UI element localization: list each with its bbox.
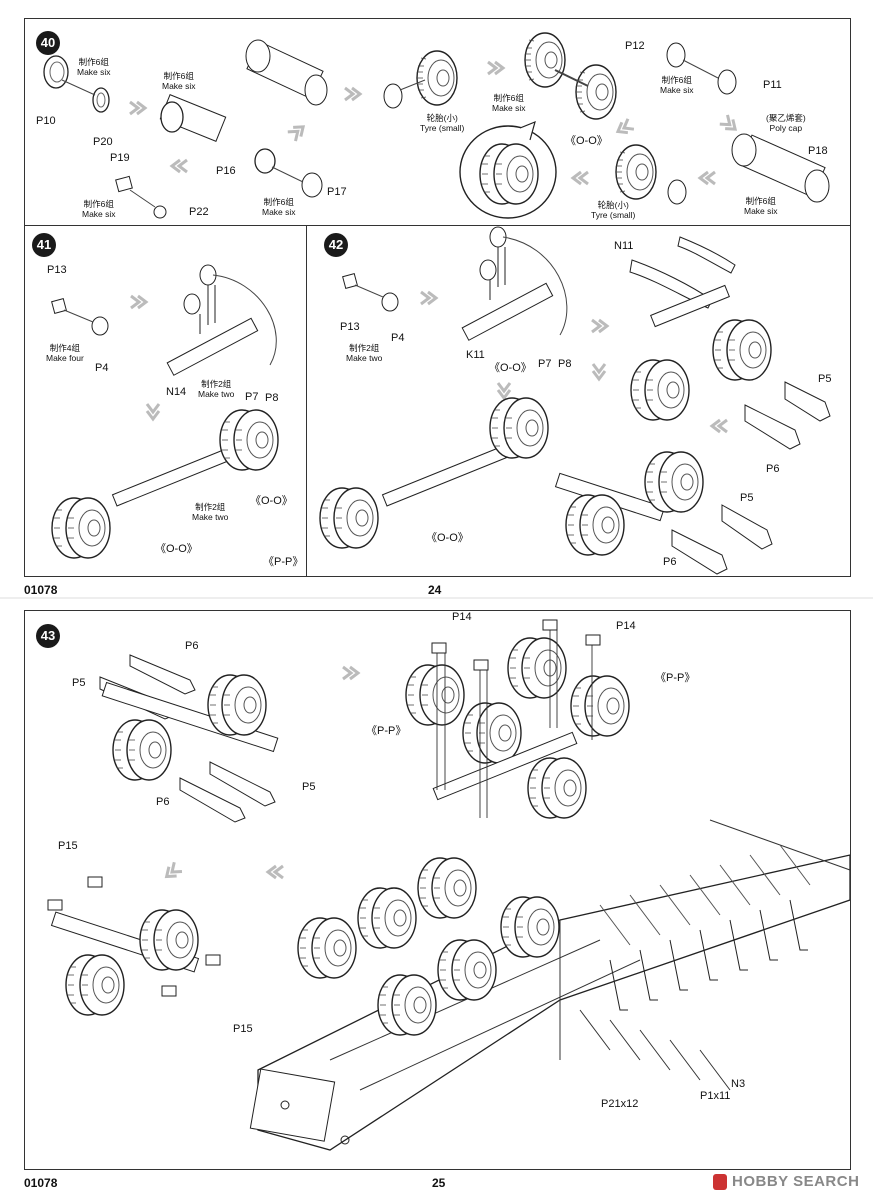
page-code-bottom: 01078 <box>24 1176 58 1190</box>
make-six-cn: 制作6组 <box>78 57 109 67</box>
part-label-p4: P4 <box>95 362 109 374</box>
part-label-p17: P17 <box>327 186 347 198</box>
hobby-search-watermark: HOBBY SEARCH <box>732 1173 860 1190</box>
part-label-p16: P16 <box>216 165 236 177</box>
make-six-cn: 制作6组 <box>493 93 524 103</box>
part-label-p5: P5 <box>740 492 754 504</box>
page-number-top: 24 <box>428 583 442 597</box>
part-label-p6: P6 <box>156 796 170 808</box>
part-label-p7: P7 <box>538 358 552 370</box>
make-four-cn: 制作4组 <box>49 343 81 353</box>
part-label-p15: P15 <box>233 1023 253 1035</box>
step-number-40: 40 <box>36 31 60 55</box>
make-six-cn: 制作6组 <box>661 75 692 85</box>
poly-cap-cn: (聚乙烯套) <box>766 113 806 123</box>
part-label-p5: P5 <box>818 373 832 385</box>
part-label-p11: P11 <box>763 79 782 91</box>
step-43-panel <box>24 610 851 1170</box>
part-label-p14: P14 <box>452 611 472 623</box>
make-six-en: Make six <box>744 205 778 216</box>
step-number-41: 41 <box>32 233 56 257</box>
make-six-en: Make six <box>77 66 111 77</box>
ref-oo-label: 《O-O》 <box>426 532 469 544</box>
part-label-p7: P7 <box>245 391 259 403</box>
part-label-p21x12: P21x12 <box>601 1098 639 1110</box>
part-label-p22: P22 <box>189 206 209 218</box>
part-label-p14: P14 <box>616 620 636 632</box>
ref-oo-label: 《O-O》 <box>155 543 198 555</box>
part-label-k11: K11 <box>466 349 485 361</box>
ref-oo-label: 《O-O》 <box>565 135 608 147</box>
ref-oo-label: 《O-O》 <box>489 362 532 374</box>
part-label-p8: P8 <box>265 392 279 404</box>
part-label-p15: P15 <box>58 840 78 852</box>
part-label-p8: P8 <box>558 358 572 370</box>
ref-oo-label: 《O-O》 <box>250 495 293 507</box>
part-label-p6: P6 <box>185 640 199 652</box>
tyre-small-cn: 轮胎(小) <box>597 200 629 210</box>
poly-cap-label: (聚乙烯套)Poly cap <box>766 113 806 134</box>
make-two-en: Make two <box>192 511 229 522</box>
step-number-43: 43 <box>36 624 60 648</box>
part-label-p5: P5 <box>72 677 86 689</box>
tyre-small-label: 轮胎(小)Tyre (small) <box>591 200 636 221</box>
part-label-p20: P20 <box>93 136 113 148</box>
make-six-en: Make six <box>162 80 196 91</box>
part-label-p5: P5 <box>302 781 316 793</box>
tyre-small-cn: 轮胎(小) <box>426 113 458 123</box>
part-label-p4: P4 <box>391 332 405 344</box>
make-six-en: Make six <box>82 208 116 219</box>
part-label-p19: P19 <box>110 152 130 164</box>
tyre-small-en: Tyre (small) <box>591 209 636 220</box>
part-label-p1x11: P1x11 <box>700 1090 731 1102</box>
make-six-en: Make six <box>660 84 694 95</box>
part-label-p13: P13 <box>47 264 67 276</box>
make-four-en: Make four <box>46 352 84 363</box>
page-code-top: 01078 <box>24 583 58 597</box>
part-label-n14: N14 <box>166 386 187 398</box>
make-six-cn: 制作6组 <box>83 199 114 209</box>
part-label-p6: P6 <box>766 463 780 475</box>
ref-pp-label: 《P-P》 <box>263 556 304 568</box>
make-six-cn: 制作6组 <box>163 71 194 81</box>
ref-pp-label: 《P-P》 <box>655 672 696 684</box>
part-label-p13: P13 <box>340 321 360 333</box>
part-label-p10: P10 <box>36 115 56 127</box>
make-six-cn: 制作6组 <box>745 196 776 206</box>
make-two-en: Make two <box>346 352 383 363</box>
page-number-bottom: 25 <box>432 1176 446 1190</box>
tyre-small-en: Tyre (small) <box>420 122 465 133</box>
poly-cap-en: Poly cap <box>769 122 803 133</box>
make-two-cn: 制作2组 <box>201 379 232 389</box>
make-two-en: Make two <box>198 388 235 399</box>
make-two-cn: 制作2组 <box>195 502 226 512</box>
part-label-n11: N11 <box>614 240 634 252</box>
make-six-en: Make six <box>262 206 296 217</box>
tyre-small-label: 轮胎(小)Tyre (small) <box>420 113 465 134</box>
make-six-cn: 制作6组 <box>263 197 294 207</box>
make-six-en: Make six <box>492 102 526 113</box>
part-label-p18: P18 <box>808 145 828 157</box>
step-42-panel <box>306 225 851 577</box>
part-label-p12: P12 <box>625 40 645 52</box>
part-label-n3: N3 <box>731 1078 746 1090</box>
make-two-cn: 制作2组 <box>349 343 380 353</box>
step-number-42: 42 <box>324 233 348 257</box>
ref-pp-label: 《P-P》 <box>366 725 407 737</box>
part-label-p6: P6 <box>663 556 677 568</box>
